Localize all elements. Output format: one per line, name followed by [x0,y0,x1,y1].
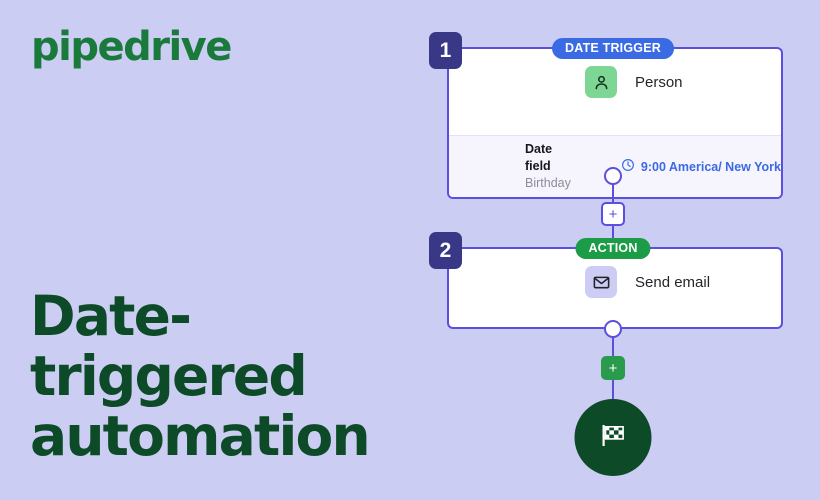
trigger-entity-row: Person [449,49,781,115]
trigger-time-label: 9:00 America/ New York [640,159,781,174]
date-field-value: Birthday [525,175,571,190]
page-title-line-3: automation [30,403,371,468]
page-title-line-1: Date- [30,284,192,348]
checkered-flag-icon [597,419,629,456]
date-trigger-badge: DATE TRIGGER [552,38,674,59]
step-number-badge-1: 1 [429,32,462,69]
person-icon [585,66,617,98]
finish-node[interactable] [574,399,652,476]
action-badge: ACTION [575,238,651,259]
pipedrive-logo: pipedrive [31,24,232,70]
connector-line-bottom [612,380,614,410]
trigger-date-field-row: Date field Birthday 9:00 America/ New Yo… [449,135,781,197]
date-field-title: Date field [525,142,553,174]
envelope-icon [585,266,617,298]
date-field-block: Date field Birthday [525,141,581,192]
connector-node-1 [604,167,622,185]
trigger-card[interactable]: Person Date field Birthday 9:00 America/… [447,47,783,199]
trigger-time-chip: 9:00 America/ New York [621,158,781,175]
page-title: Date- triggered automation [30,284,390,468]
action-entity-row: Send email [449,249,781,315]
connector-node-2 [604,320,622,338]
step-number-badge-2: 2 [429,232,462,269]
page-title-line-2: triggered [30,343,308,408]
add-end-step-button[interactable]: + [601,356,625,380]
trigger-entity-label: Person [635,73,683,91]
action-entity-label: Send email [635,273,711,291]
automation-flow: 1 DATE TRIGGER Person Date field Birthda… [425,28,795,478]
connector-line-top [612,176,614,202]
add-step-button[interactable]: + [601,202,625,226]
clock-icon [621,158,635,175]
connector-line-lower [612,328,614,356]
action-card[interactable]: Send email [447,247,783,329]
